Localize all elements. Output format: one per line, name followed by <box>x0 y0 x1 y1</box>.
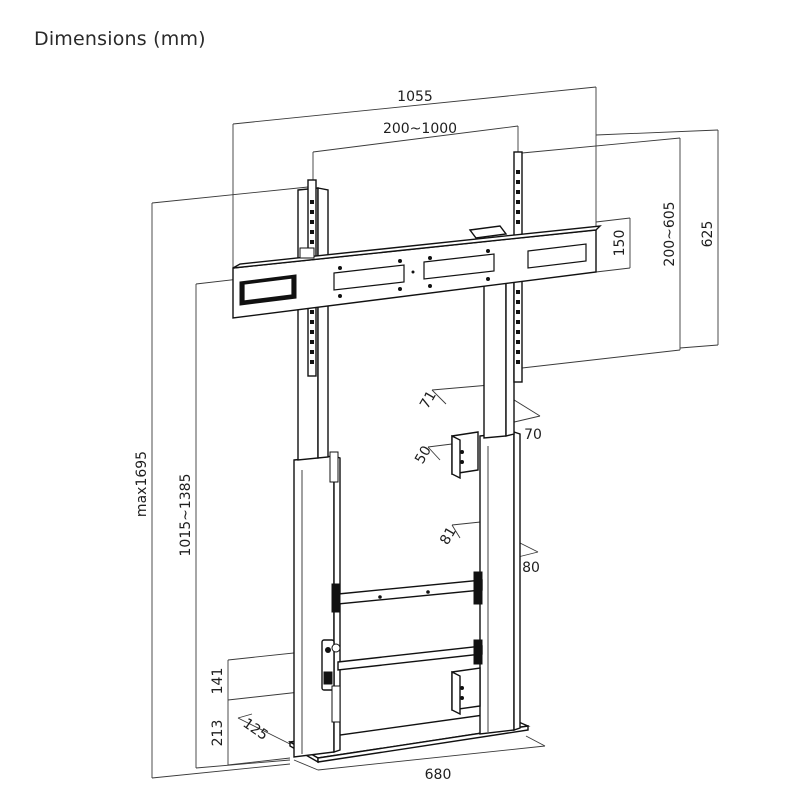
stand-illustration <box>232 151 602 764</box>
upper-bracket-depth-label: 50 <box>412 443 435 466</box>
upper-shelf-bracket <box>451 431 479 480</box>
right-column <box>479 259 521 735</box>
lower-shelf-width-label: 80 <box>522 560 540 576</box>
lower-bracket <box>451 667 481 716</box>
vesa-height-label: 200~605 <box>662 201 678 266</box>
dimension-lines <box>151 86 719 779</box>
height-range-label: 1015~1385 <box>178 474 194 557</box>
upper-shelf-depth-label: 71 <box>417 388 440 411</box>
right-arm-slots <box>516 170 520 364</box>
rail-height-label: 150 <box>612 230 628 257</box>
vesa-width-label: 200~1000 <box>383 121 457 137</box>
lower-shelf-depth-label: 81 <box>437 524 460 547</box>
mounting-rail <box>232 225 602 319</box>
base-height-label: 213 <box>210 720 226 747</box>
base-width-label: 680 <box>425 767 452 783</box>
base-depth-label: 125 <box>240 716 271 744</box>
lock-handle <box>321 639 341 723</box>
page-title: Dimensions (mm) <box>34 28 206 50</box>
max-height-label: max1695 <box>134 451 150 517</box>
cross-beams <box>331 571 483 671</box>
dimension-labels: 1055 200~1000 150 200~605 625 max1695 10… <box>134 89 716 783</box>
lower-mount-height-label: 141 <box>210 668 226 695</box>
upper-shelf-width-label: 70 <box>524 427 542 443</box>
bracket-height-label: 625 <box>700 221 716 248</box>
overall-width-label: 1055 <box>397 89 433 105</box>
